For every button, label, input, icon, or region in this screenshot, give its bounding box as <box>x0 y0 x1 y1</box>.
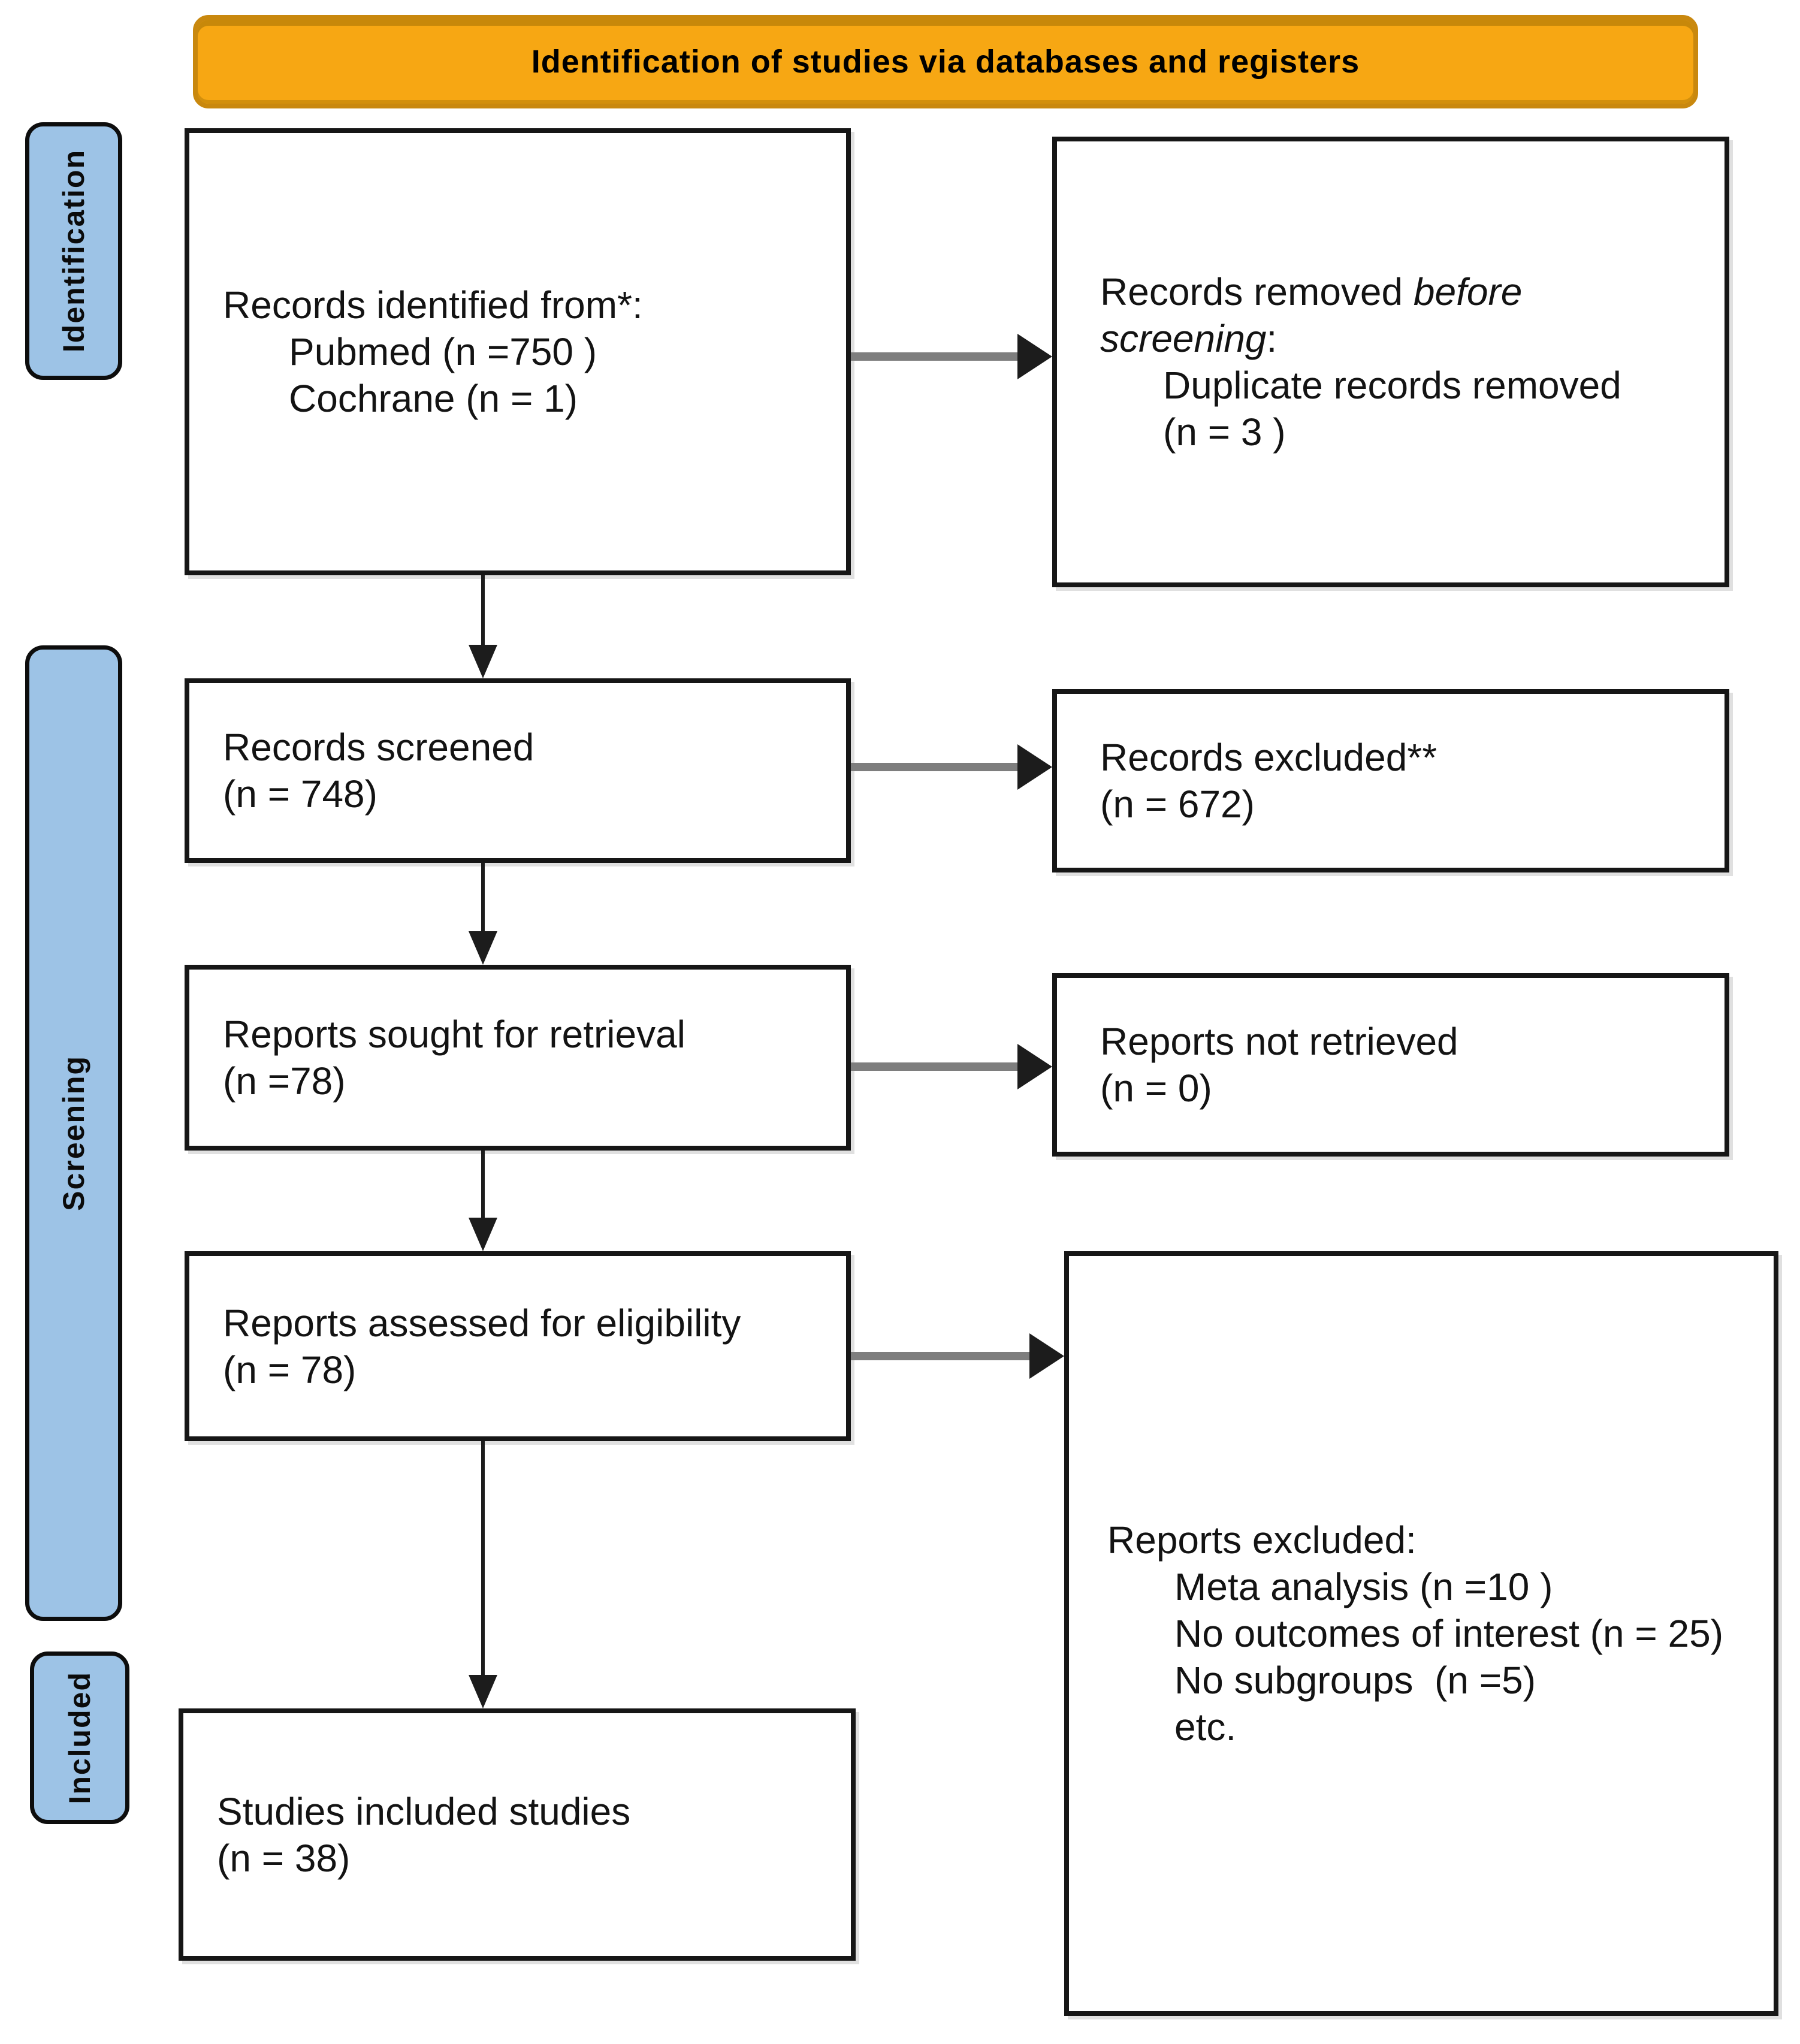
box-records-screened-line: (n = 748) <box>223 772 377 816</box>
box-studies-included-line: (n = 38) <box>217 1836 351 1880</box>
box-records-removed-title: Records removed before screening: <box>1100 268 1651 362</box>
arrow-sought-to-not-retrieved <box>851 1062 1020 1071</box>
box-records-removed-title-prefix: Records removed <box>1100 270 1414 313</box>
stage-label-included: Included <box>63 1671 96 1804</box>
stage-tab-screening: Screening <box>25 645 122 1621</box>
banner-title: Identification of studies via databases … <box>531 44 1360 80</box>
box-records-screened: Records screened (n = 748) <box>185 678 851 863</box>
arrow-sought-to-assessed <box>481 1151 485 1220</box>
box-records-removed-item: Duplicate records removed <box>1163 364 1621 407</box>
box-reports-sought: Reports sought for retrieval (n =78) <box>185 965 851 1151</box>
arrowhead-right-icon <box>1029 1333 1064 1379</box>
arrowhead-down-icon <box>469 931 497 965</box>
arrow-assessed-to-reports-excluded <box>851 1352 1032 1360</box>
box-records-removed-title-suffix: : <box>1266 317 1277 360</box>
box-studies-included: Studies included studies (n = 38) <box>179 1708 856 1961</box>
box-reports-sought-line: (n =78) <box>223 1059 346 1103</box>
stage-tab-included: Included <box>30 1651 129 1824</box>
arrowhead-right-icon <box>1017 334 1052 379</box>
box-reports-excluded: Reports excluded: Meta analysis (n =10 )… <box>1064 1251 1778 2016</box>
box-records-identified: Records identified from*: Pubmed (n =750… <box>185 128 851 575</box>
arrow-assessed-to-included <box>481 1441 485 1677</box>
box-studies-included-line: Studies included studies <box>217 1789 631 1833</box>
box-records-identified-title: Records identified from*: <box>223 283 643 327</box>
box-records-excluded-line: (n = 672) <box>1100 783 1255 826</box>
box-records-excluded: Records excluded** (n = 672) <box>1052 689 1729 872</box>
arrowhead-down-icon <box>469 1675 497 1708</box>
arrowhead-right-icon <box>1017 744 1052 790</box>
stage-label-identification: Identification <box>57 149 90 353</box>
arrowhead-down-icon <box>469 1218 497 1251</box>
box-reports-excluded-item: No subgroups (n =5) <box>1174 1659 1536 1702</box>
box-reports-excluded-item: etc. <box>1174 1705 1237 1749</box>
box-reports-excluded-title: Reports excluded: <box>1107 1518 1417 1562</box>
banner: Identification of studies via databases … <box>193 15 1698 108</box>
box-records-removed-item: (n = 3 ) <box>1163 410 1286 454</box>
box-records-removed: Records removed before screening: Duplic… <box>1052 137 1729 587</box>
box-reports-assessed: Reports assessed for eligibility (n = 78… <box>185 1251 851 1441</box>
box-reports-not-retrieved-line: Reports not retrieved <box>1100 1020 1458 1063</box>
box-reports-not-retrieved-line: (n = 0) <box>1100 1067 1212 1110</box>
arrowhead-down-icon <box>469 645 497 678</box>
box-reports-not-retrieved: Reports not retrieved (n = 0) <box>1052 973 1729 1157</box>
box-records-screened-line: Records screened <box>223 726 534 769</box>
box-records-identified-item: Cochrane (n = 1) <box>289 377 578 420</box>
arrow-screened-to-excluded <box>851 763 1020 771</box>
arrow-identified-to-removed <box>851 352 1020 361</box>
box-reports-sought-line: Reports sought for retrieval <box>223 1013 685 1056</box>
arrow-identified-to-screened <box>481 575 485 647</box>
box-reports-assessed-line: (n = 78) <box>223 1348 357 1391</box>
stage-tab-identification: Identification <box>25 122 122 380</box>
arrow-screened-to-sought <box>481 863 485 934</box>
box-records-excluded-line: Records excluded** <box>1100 736 1437 779</box>
box-reports-excluded-item: No outcomes of interest (n = 25) <box>1174 1612 1723 1655</box>
box-records-removed-title-italic: before screening <box>1100 270 1523 360</box>
arrowhead-right-icon <box>1017 1044 1052 1089</box>
box-reports-excluded-item: Meta analysis (n =10 ) <box>1174 1565 1553 1608</box>
box-reports-assessed-line: Reports assessed for eligibility <box>223 1301 741 1345</box>
stage-label-screening: Screening <box>57 1055 90 1211</box>
box-records-identified-item: Pubmed (n =750 ) <box>289 330 597 373</box>
